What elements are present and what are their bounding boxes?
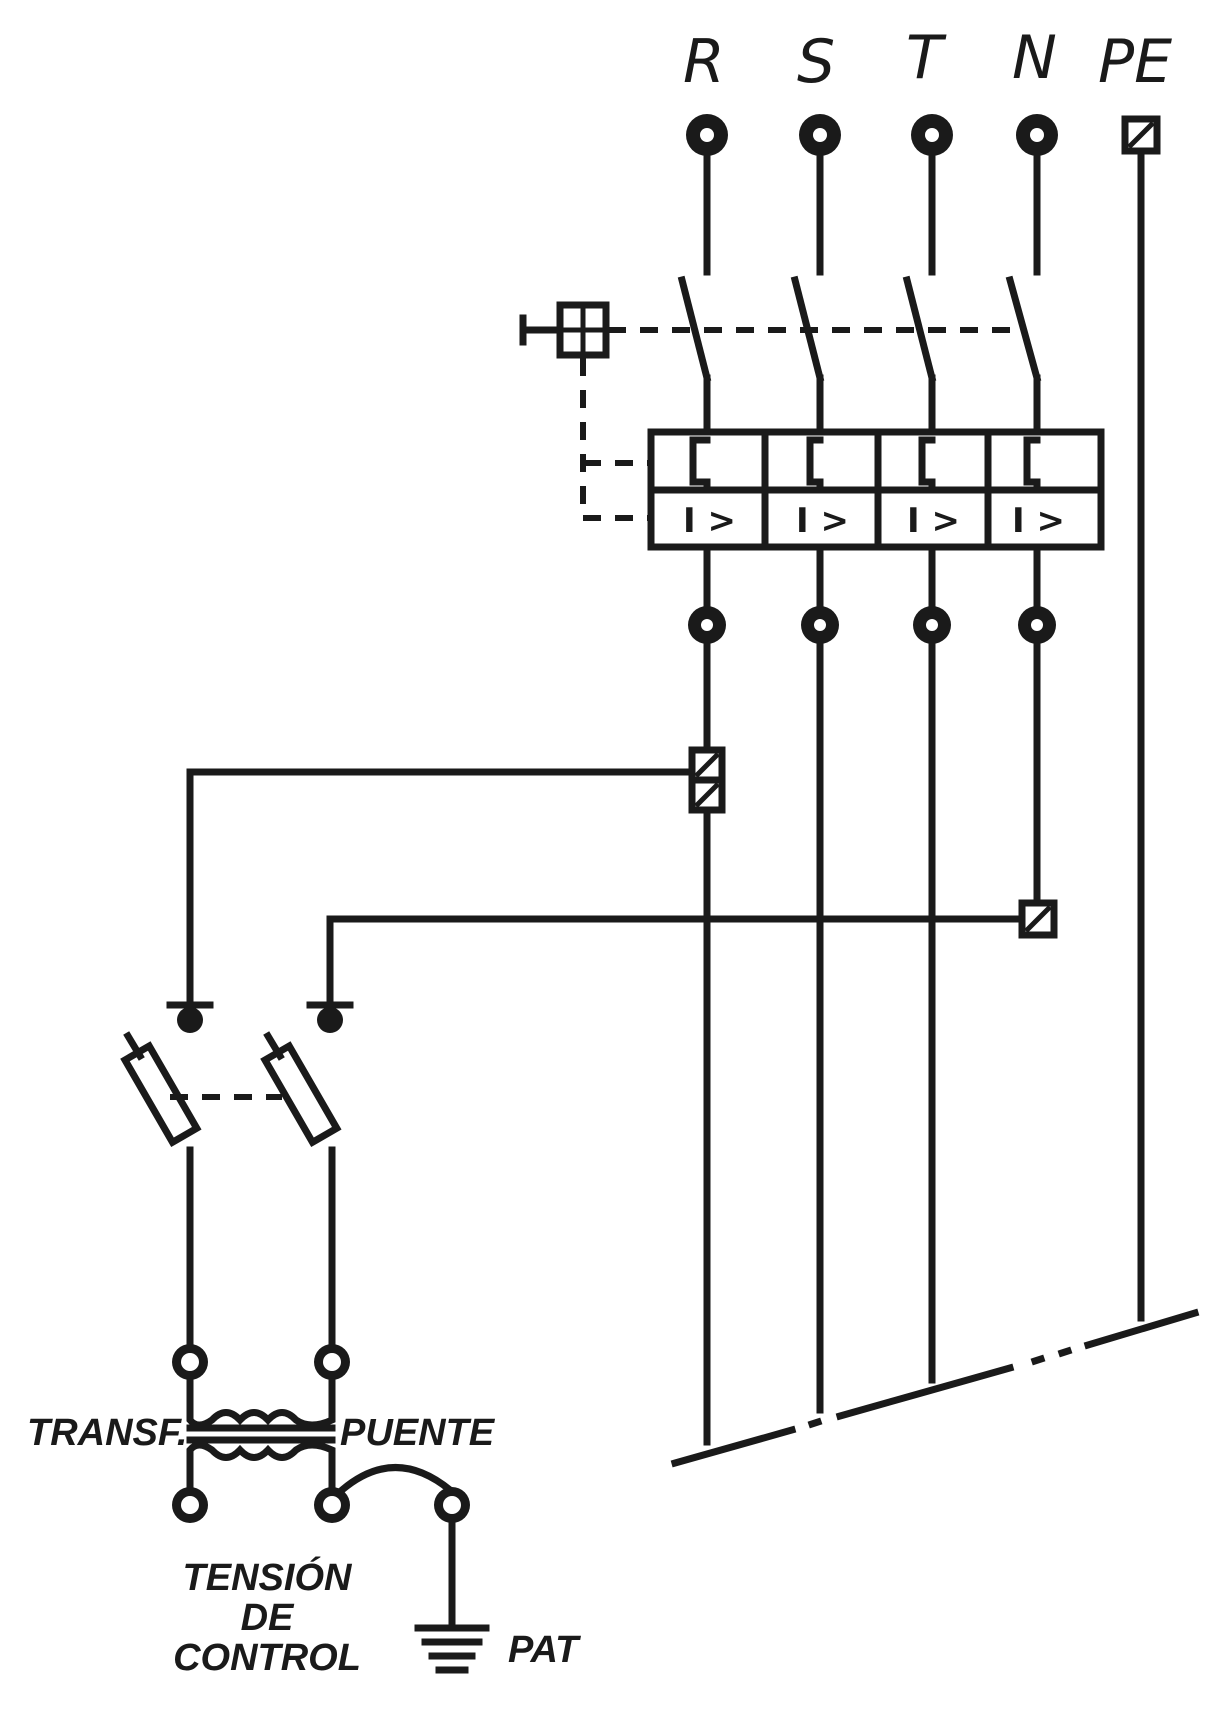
tap-terminal-n	[1018, 899, 1058, 939]
manual-operator-box	[556, 301, 610, 359]
transformer-label: TRANSF.	[27, 1412, 187, 1454]
bridge-wire	[337, 1464, 455, 1495]
bus-bar	[670, 1308, 1200, 1468]
switch-blade-t	[902, 275, 937, 383]
output-terminal-n	[1018, 606, 1056, 644]
top-terminal-t	[911, 114, 953, 156]
label-pe: PE	[1098, 27, 1172, 97]
top-terminal-r	[686, 114, 728, 156]
thermal-element-s	[806, 436, 824, 494]
bridge-label: PUENTE	[340, 1412, 496, 1454]
tap-terminal-r	[688, 746, 726, 814]
output-terminal-r	[688, 606, 726, 644]
transformer-primary-terminal-right	[314, 1344, 350, 1380]
trip-label-n: I >	[1012, 501, 1065, 541]
label-s: S	[797, 27, 835, 97]
ground-terminal	[434, 1487, 470, 1523]
thermal-element-t	[918, 436, 936, 494]
ground-icon	[414, 1624, 490, 1674]
label-n: N	[1012, 23, 1057, 93]
transformer-secondary-terminal-left	[172, 1487, 208, 1523]
thermal-element-r	[689, 436, 711, 494]
control-wire-r	[186, 768, 696, 1009]
fuse-terminal-right	[306, 1001, 354, 1033]
thermal-element-n	[1023, 436, 1041, 494]
top-terminal-pe	[1121, 115, 1161, 155]
trip-label-s: I >	[796, 501, 849, 541]
trip-label-r: I >	[683, 501, 736, 541]
control-voltage-label-1: TENSIÓN	[183, 1555, 353, 1599]
transformer-secondary-terminal-right	[314, 1487, 350, 1523]
control-wire-n	[326, 915, 1026, 1009]
top-terminal-n	[1016, 114, 1058, 156]
transformer-primary-terminal-left	[172, 1344, 208, 1380]
trip-label-t: I >	[907, 501, 960, 541]
top-terminal-s	[799, 114, 841, 156]
switch-blade-n	[1005, 275, 1042, 383]
label-r: R	[683, 27, 725, 97]
output-terminal-s	[801, 606, 839, 644]
control-voltage-label-2: DE	[241, 1597, 295, 1639]
fuse-right	[260, 1031, 342, 1148]
ground-label: PAT	[508, 1629, 581, 1671]
output-terminal-t	[913, 606, 951, 644]
switch-blade-r	[677, 275, 712, 383]
fuse-left	[120, 1031, 202, 1148]
label-t: T	[906, 23, 947, 93]
fuse-terminal-left	[166, 1001, 214, 1033]
transformer-icon	[186, 1376, 336, 1494]
control-voltage-label-3: CONTROL	[173, 1637, 361, 1679]
